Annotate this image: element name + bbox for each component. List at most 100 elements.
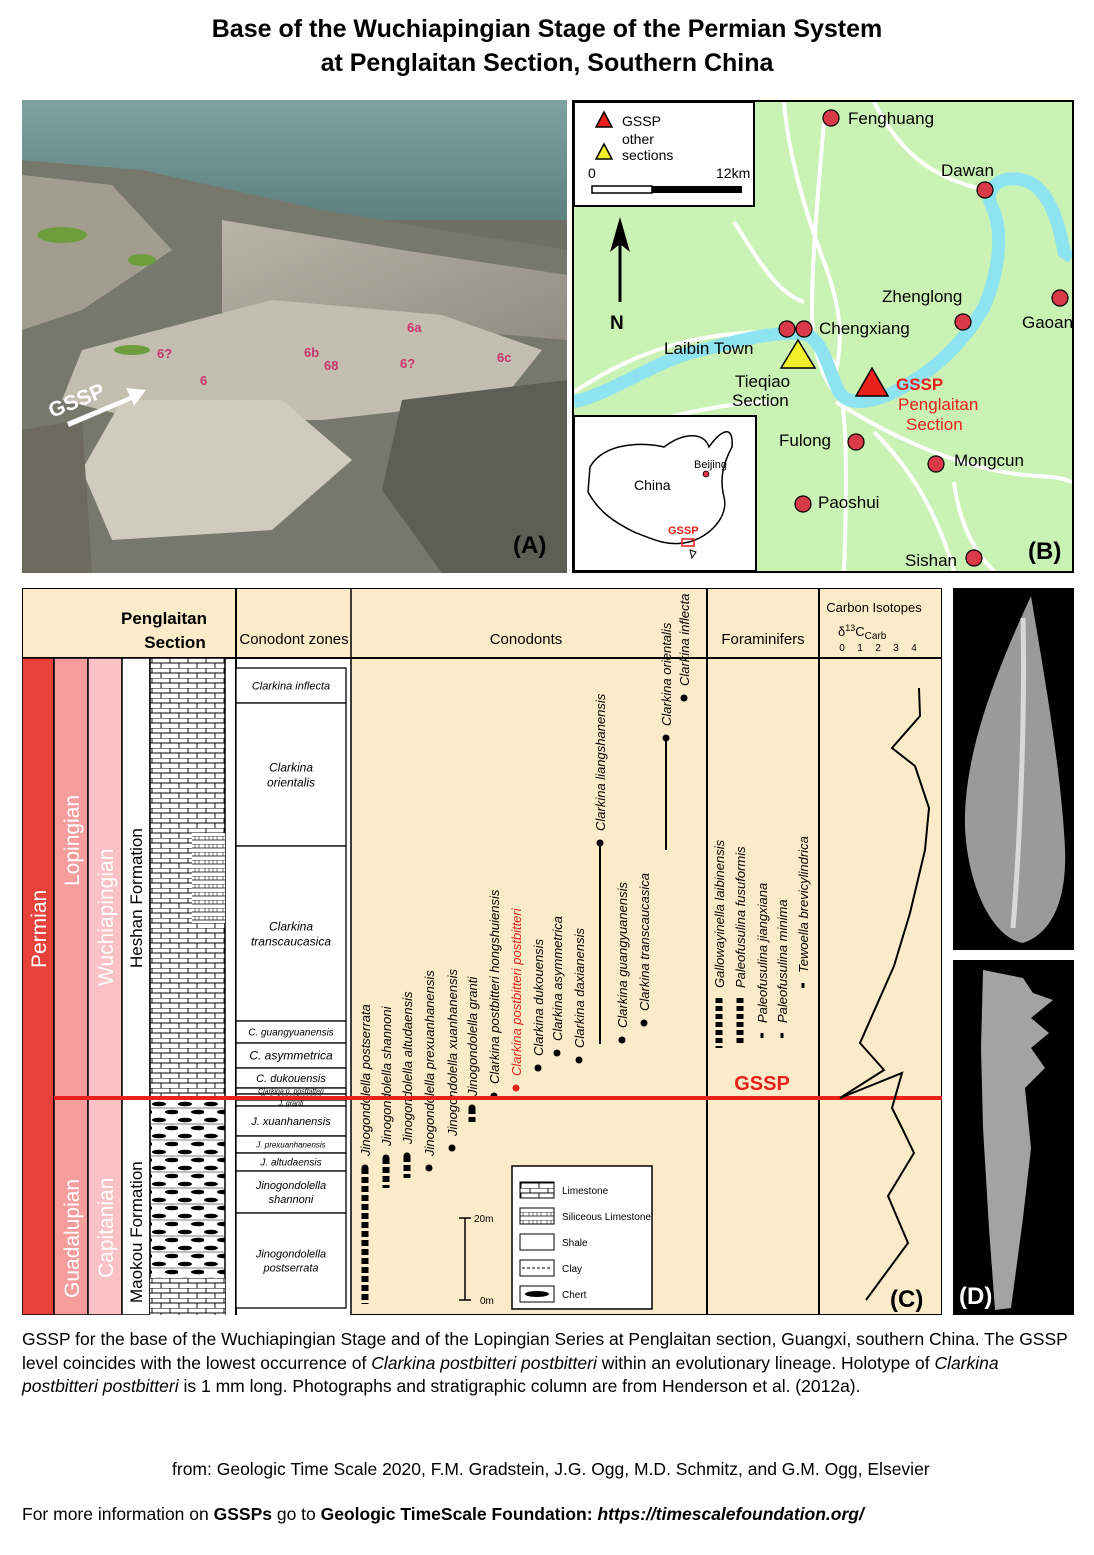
more-info: For more information on GSSPs go to Geol… (22, 1504, 864, 1524)
town-label-paoshui: Paoshui (818, 493, 879, 512)
town-laibin (778, 320, 796, 338)
town-mongcun (927, 455, 945, 473)
zone-box (235, 1042, 347, 1069)
town-label-fulong: Fulong (779, 431, 831, 450)
isotope-ticks: 0 1 2 3 4 (839, 643, 917, 654)
svg-text:2: 2 (875, 643, 881, 654)
zone-box (235, 1105, 347, 1137)
inset-gssp-label: GSSP (668, 525, 699, 537)
zone-label: C. guangyuanensis (248, 1028, 334, 1039)
town-sishan (965, 549, 983, 567)
conodont-taxon-label: Jinogondolella granti (465, 976, 480, 1097)
legend-other-label-2: sections (622, 147, 673, 163)
zone-label: Clarkina p. postbitteri (258, 1088, 324, 1095)
other-legend-marker (594, 142, 614, 160)
conodont-taxon-label: Clarkina asymmetrica (550, 916, 565, 1041)
inset-china-label: China (634, 477, 671, 493)
town-fulong (847, 433, 865, 451)
legend-clay: Clay (562, 1264, 582, 1275)
location-map: GSSP other other sections 0 12km N Beiji… (574, 102, 1072, 571)
town-label-laibin: Laibin Town (664, 339, 753, 358)
river (574, 172, 1072, 409)
svg-text:6c: 6c (497, 350, 511, 365)
zone-label: shannoni (269, 1194, 314, 1206)
tieqiao-label-1: Tieqiao (735, 372, 790, 391)
town-label-fenghuang: Fenghuang (848, 109, 934, 128)
svg-text:6a: 6a (407, 320, 422, 335)
series-lopingian-label: Lopingian (61, 795, 84, 886)
tieqiao-marker (779, 338, 817, 369)
svg-text:3: 3 (893, 643, 899, 654)
taxon-first-occurrence (575, 1056, 583, 1064)
formation-maokou-label: Maokou Formation (127, 1161, 146, 1303)
legend-other-label-1: other (622, 131, 654, 147)
zone-label: J. altudaensis (259, 1158, 321, 1169)
town-label-zhenglong: Zhenglong (882, 287, 962, 306)
taxon-first-occurrence (662, 734, 670, 742)
zone-label: C. asymmetrica (249, 1049, 333, 1063)
tieqiao-label-2: Section (732, 391, 789, 410)
foram-taxon-label: Gallowayinella laibinensis (712, 839, 727, 988)
town-zhenglong (954, 313, 972, 331)
town-label-chengxiang: Chengxiang (819, 319, 910, 338)
zone-label: postserrata (262, 1263, 318, 1275)
stratigraphic-column: Penglaitan Section Conodont zones Conodo… (22, 588, 942, 1315)
foram-taxon-label: Tewoella brevicylindrica (796, 836, 811, 973)
legend-gssp-label: GSSP (622, 113, 661, 129)
foundation-link[interactable]: https://timescalefoundation.org/ (597, 1504, 864, 1524)
conodont-taxon-label: Clarkina postbitteri hongshuiensis (487, 889, 502, 1084)
system-label: Permian (28, 890, 51, 968)
town-fenghuang (822, 109, 840, 127)
foram-taxon-label: Paleofusulina jiangxiana (755, 883, 770, 1023)
panel-b-map: GSSP other other sections 0 12km N Beiji… (572, 100, 1074, 573)
conodont-taxon-label: Clarkina liangshanensis (593, 693, 608, 831)
source-citation: from: Geologic Time Scale 2020, F.M. Gra… (172, 1459, 930, 1479)
legend-limestone: Limestone (562, 1186, 609, 1197)
page-title-line1: Base of the Wuchiapingian Stage of the P… (211, 15, 883, 43)
lithology-siliceous (192, 833, 225, 923)
conodont-taxon-label: Jinogondolella altudaensis (400, 991, 415, 1145)
zone-label: orientalis (267, 776, 315, 790)
scale-end-label: 12km (716, 165, 750, 181)
zone-label: Clarkina inflecta (252, 680, 330, 692)
zone-label: Clarkina (269, 761, 313, 775)
svg-text:6?: 6? (157, 346, 172, 361)
legend-chert: Chert (562, 1290, 587, 1301)
beijing-marker (702, 470, 710, 478)
taxon-first-occurrence (512, 1084, 520, 1092)
penglaitan-label-2: Section (906, 415, 963, 434)
panel-d-fossils: (D) (953, 588, 1074, 1315)
scale-bar-black (652, 186, 742, 193)
town-gaoan (1051, 289, 1069, 307)
town-label-dawan: Dawan (941, 161, 994, 180)
panel-b-label: (B) (1028, 538, 1062, 565)
zone-box (235, 845, 347, 1022)
header-conodonts: Conodonts (490, 631, 563, 648)
town-paoshui (794, 495, 812, 513)
north-arrow: N (610, 217, 630, 334)
taxon-first-occurrence (448, 1144, 456, 1152)
inset-gssp-box (681, 538, 695, 547)
svg-text:6?: 6? (400, 356, 415, 371)
svg-text:1: 1 (857, 643, 863, 654)
zone-box (235, 1170, 347, 1214)
china-outline (587, 431, 733, 545)
town-chengxiang (795, 320, 813, 338)
system-bar (22, 657, 55, 1315)
scale-bar: 20m 0m (459, 1214, 494, 1307)
conodont-taxon-label: Clarkina daxianensis (572, 928, 587, 1048)
map-gssp-label: GSSP (896, 375, 943, 394)
outcrop-photo: 6? 6 6b 68 6a 6? 6c GSSP (22, 100, 567, 573)
figure-caption: GSSP for the base of the Wuchiapingian S… (22, 1329, 1068, 1396)
isotope-curve (839, 687, 931, 1301)
town-label-gaoan: Gaoan (1022, 313, 1072, 332)
conodont-taxon-label: Clarkina transcaucasica (637, 873, 652, 1011)
conodont-taxon-label: Clarkina orientalis (659, 622, 674, 726)
zone-label: Clarkina (269, 920, 313, 934)
conodont-taxon-label: Clarkina guangyuanensis (615, 882, 630, 1028)
taxon-first-occurrence (640, 1019, 648, 1027)
north-label: N (610, 313, 624, 334)
gssp-marker (854, 366, 890, 397)
conodont-side-view (981, 970, 1053, 1310)
taxon-first-occurrence (618, 1036, 626, 1044)
